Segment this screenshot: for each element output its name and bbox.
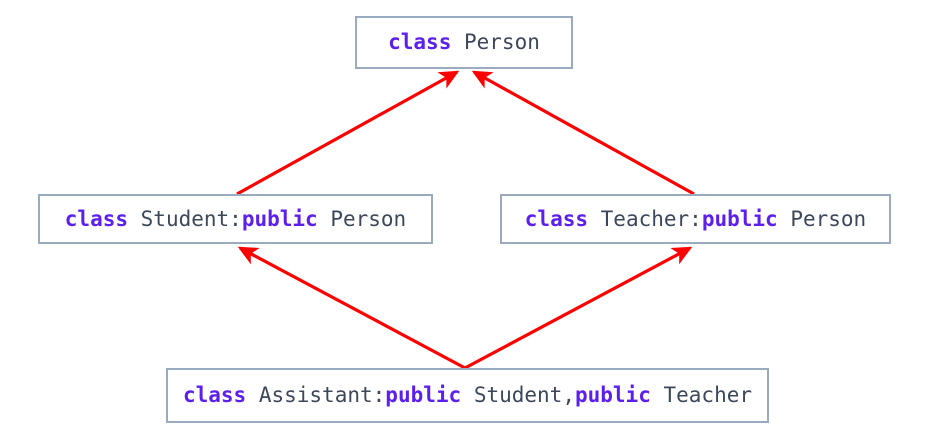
space	[318, 207, 331, 231]
colon: :	[372, 383, 386, 407]
space	[246, 383, 259, 407]
space	[778, 207, 791, 231]
class-name: Student	[140, 206, 230, 231]
keyword-class: class	[388, 30, 452, 54]
class-node-teacher[interactable]: class Teacher:public Person	[500, 194, 891, 244]
arrow-student-to-person	[236, 70, 460, 196]
class-name: Teacher	[600, 206, 690, 231]
base-class-name: Person	[790, 206, 867, 231]
base-class-name-second: Teacher	[663, 383, 753, 407]
space	[651, 383, 664, 407]
class-node-person-code: class Person	[388, 32, 540, 53]
space	[461, 383, 474, 407]
space	[451, 30, 464, 54]
keyword-public: public	[701, 206, 778, 231]
space	[588, 207, 601, 231]
class-name: Assistant	[258, 383, 373, 407]
arrow-assistant-to-student	[237, 246, 466, 370]
keyword-public-first: public	[385, 383, 462, 407]
keyword-public: public	[241, 206, 318, 231]
keyword-class: class	[524, 206, 588, 231]
colon: :	[229, 206, 242, 231]
keyword-public-second: public	[574, 383, 651, 407]
colon: :	[689, 206, 702, 231]
comma: ,	[562, 383, 575, 407]
class-node-teacher-code: class Teacher:public Person	[524, 206, 867, 231]
keyword-class: class	[182, 383, 247, 407]
base-class-name: Person	[330, 206, 407, 231]
class-name: Person	[464, 30, 540, 54]
class-node-student-code: class Student:public Person	[64, 206, 407, 231]
keyword-class: class	[64, 206, 128, 231]
class-node-person[interactable]: class Person	[355, 16, 573, 69]
space	[128, 207, 141, 231]
class-node-student[interactable]: class Student:public Person	[38, 194, 433, 244]
class-node-assistant[interactable]: class Assistant:public Student,public Te…	[166, 368, 769, 423]
arrow-assistant-to-teacher	[464, 246, 693, 370]
class-node-assistant-code: class Assistant:public Student,public Te…	[183, 385, 752, 406]
base-class-name-first: Student	[473, 383, 563, 407]
arrow-teacher-to-person	[471, 70, 695, 196]
